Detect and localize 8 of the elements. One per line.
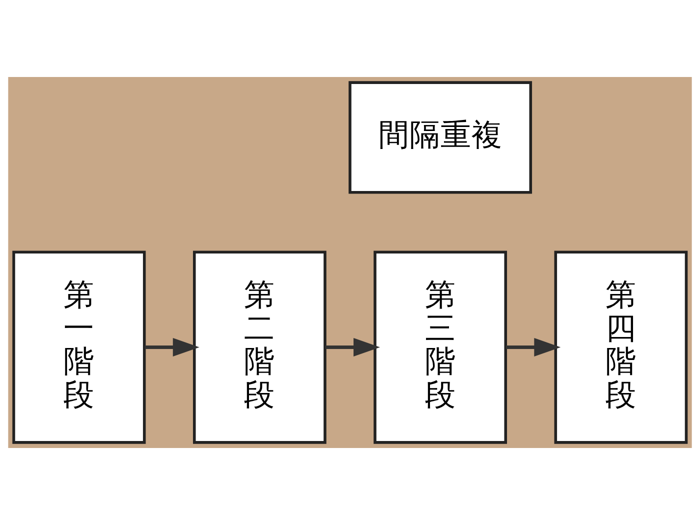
node-box: 第一階段 (12, 250, 146, 444)
node-box: 第四階段 (554, 250, 688, 444)
arrow (144, 338, 200, 357)
node-box: 第三階段 (374, 250, 508, 444)
arrow (506, 338, 561, 357)
node-box: 間隔重複 (348, 81, 532, 194)
node-box: 第二階段 (192, 250, 326, 444)
arrow (325, 338, 380, 357)
